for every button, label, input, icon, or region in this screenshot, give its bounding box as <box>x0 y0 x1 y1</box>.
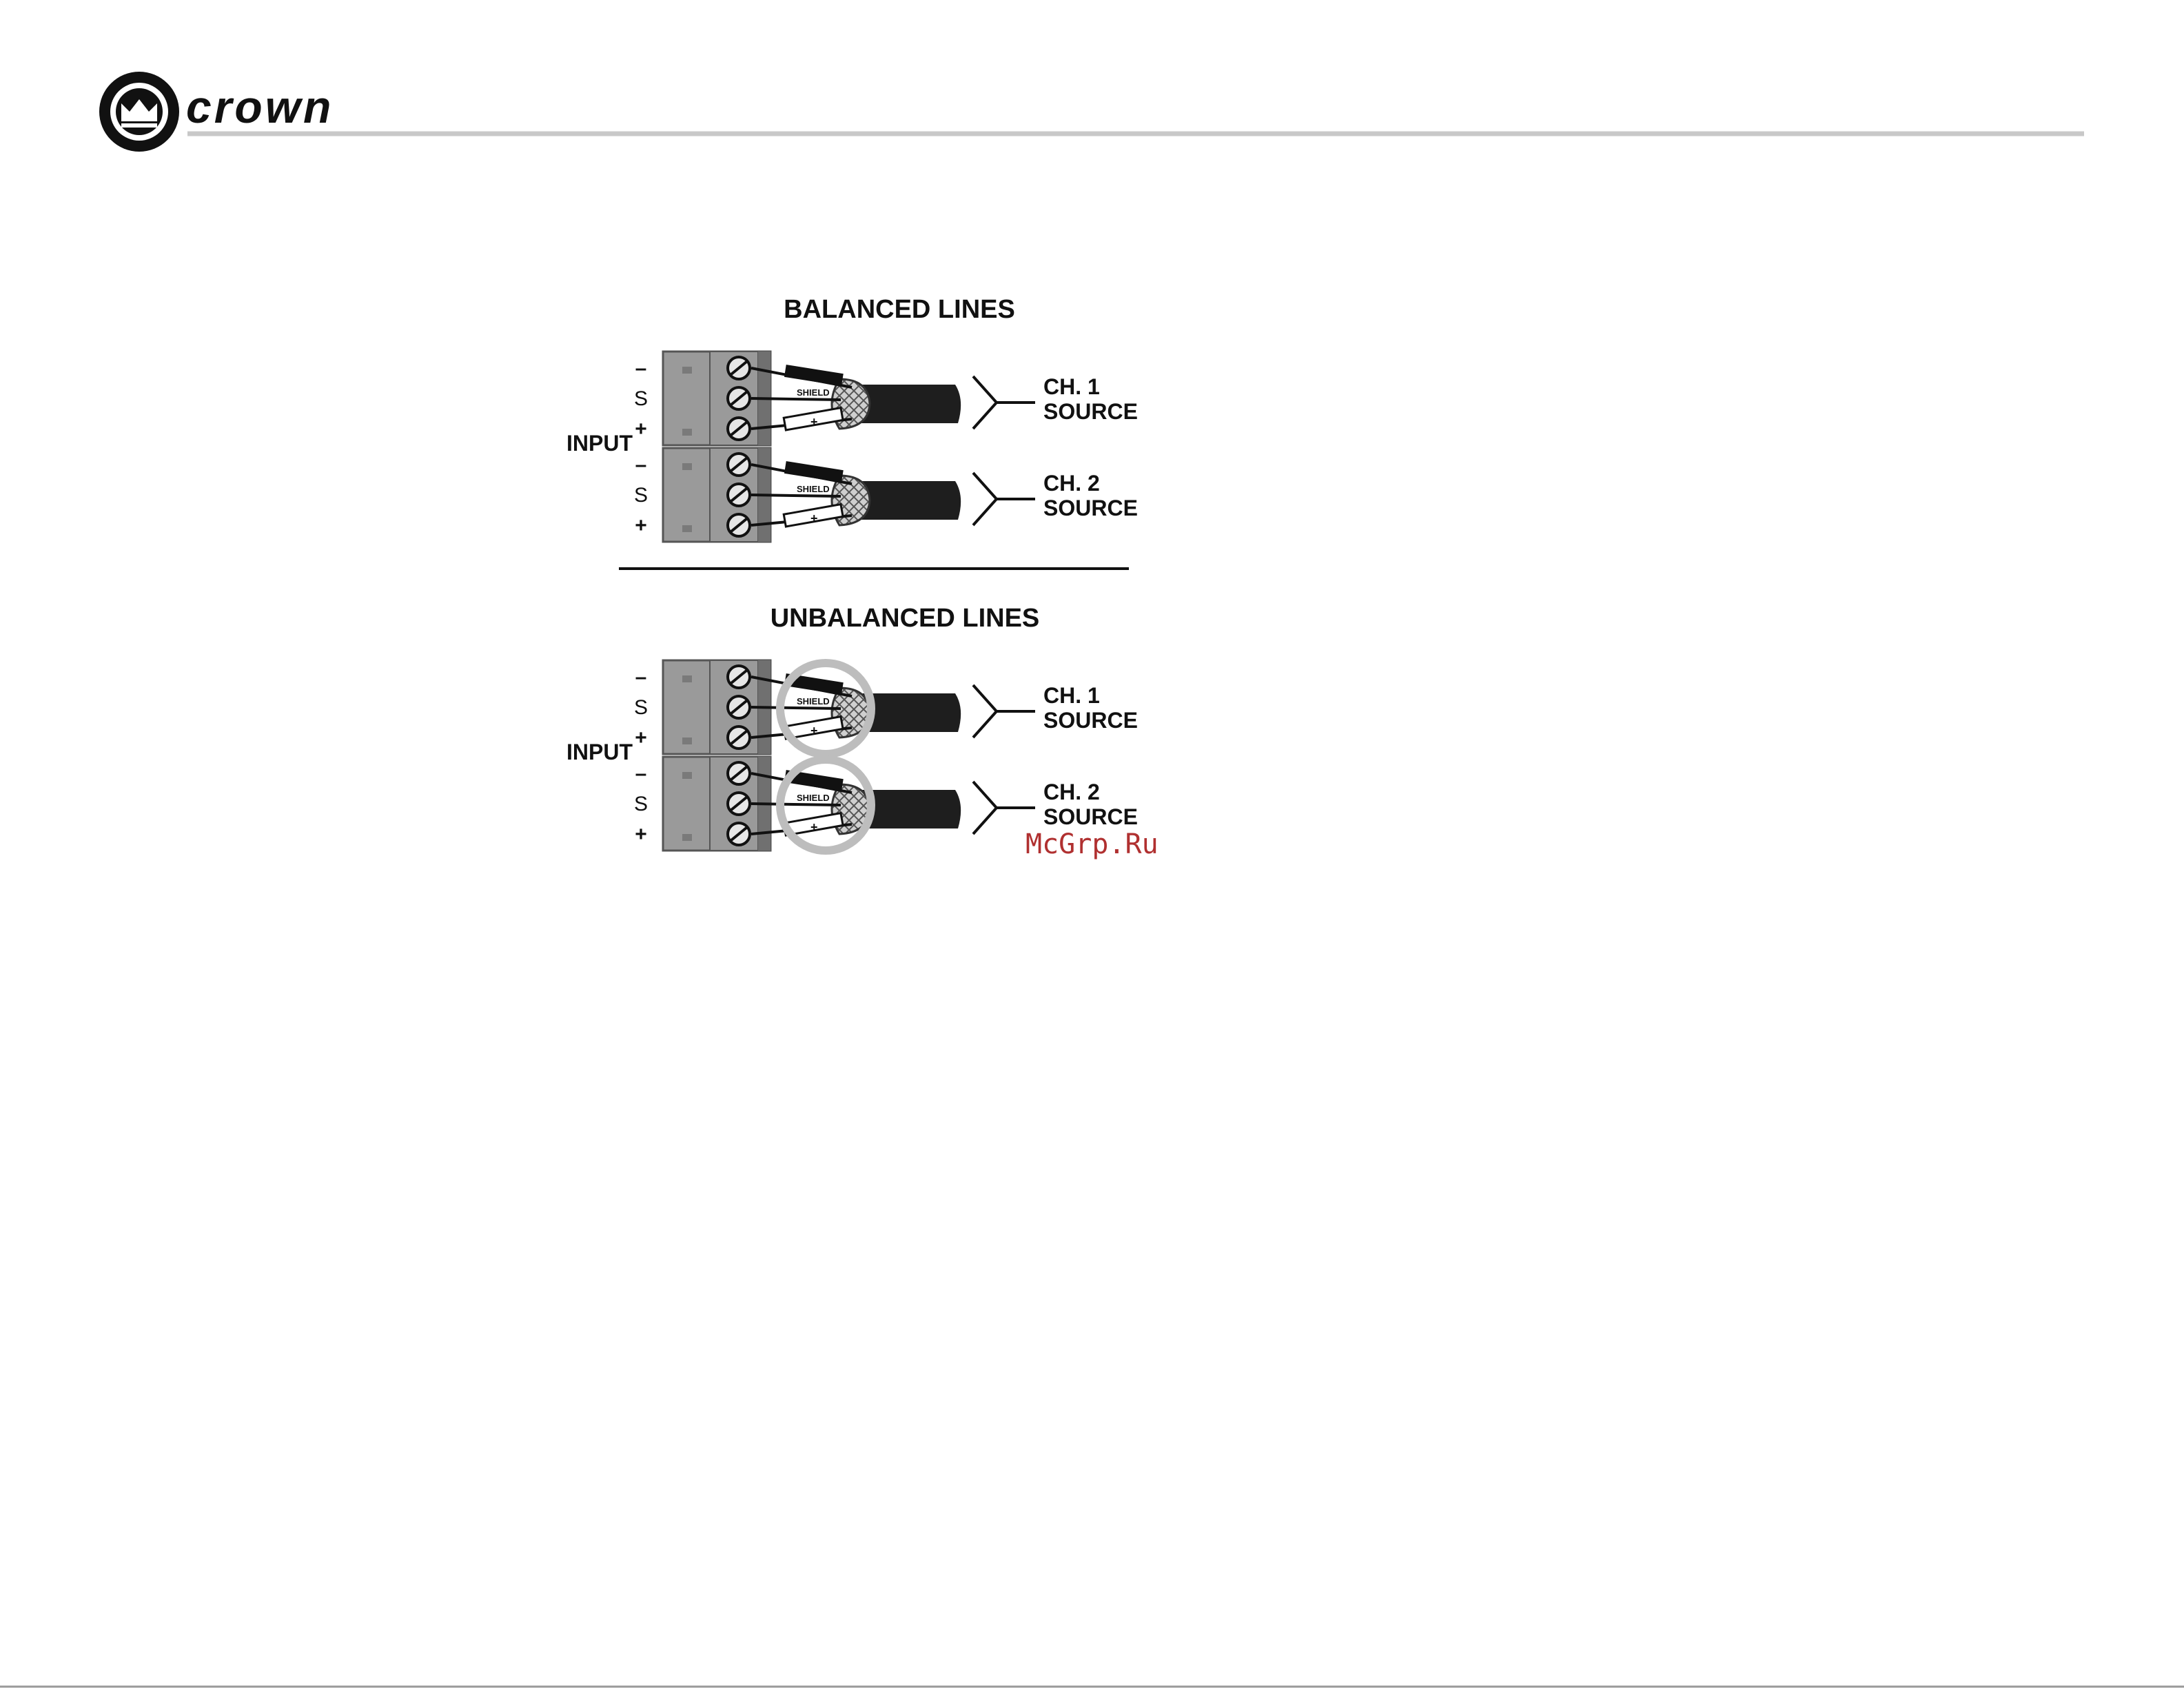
terminal-tab <box>682 367 692 374</box>
wire-label-shield: SHIELD <box>797 387 830 398</box>
source-label: SOURCE <box>1043 496 1138 520</box>
screw-icon <box>728 696 750 718</box>
wire-minus-insulation <box>784 365 844 386</box>
terminal-tab <box>682 738 692 744</box>
terminal-tab <box>682 772 692 779</box>
pin-label-shield: S <box>634 484 648 507</box>
source-chevron <box>973 782 997 834</box>
screw-icon <box>728 666 750 688</box>
terminal-tab <box>682 463 692 470</box>
wire-label-shield: SHIELD <box>797 696 830 706</box>
source-chevron <box>973 473 997 525</box>
input-label: INPUT <box>567 431 633 456</box>
wire-label-shield: SHIELD <box>797 793 830 803</box>
pin-label-minus: – <box>635 357 647 380</box>
diagram-section-unbalanced: UNBALANCED LINES–S+SHIELD+CH. 1SOURCE–S+… <box>567 604 1138 851</box>
screw-icon <box>728 823 750 845</box>
pin-label-shield: S <box>634 696 648 719</box>
pin-label-plus: + <box>635 726 647 749</box>
header: crown <box>99 72 2084 152</box>
source-channel-label: CH. 2 <box>1043 471 1100 496</box>
section-title: UNBALANCED LINES <box>770 604 1040 633</box>
pin-label-minus: – <box>635 454 647 476</box>
source-chevron <box>973 376 997 429</box>
pin-label-shield: S <box>634 387 648 410</box>
screw-icon <box>728 726 750 749</box>
wiring-diagram: BALANCED LINES–S+SHIELD+CH. 1SOURCE–S+SH… <box>567 295 1138 851</box>
wire-label-plus: + <box>810 511 818 525</box>
pin-label-plus: + <box>635 514 647 537</box>
wire-shield <box>751 398 841 400</box>
wire-minus-insulation <box>784 461 844 482</box>
terminal-tab <box>682 675 692 682</box>
wire-label-shield: SHIELD <box>797 484 830 494</box>
source-channel-label: CH. 2 <box>1043 780 1100 804</box>
crown-logo <box>99 72 179 152</box>
wire-shield <box>751 707 841 709</box>
terminal-tab <box>682 525 692 532</box>
brand-wordmark: crown <box>186 81 334 132</box>
terminal-tab <box>682 834 692 841</box>
input-label: INPUT <box>567 740 633 764</box>
watermark: McGrp.Ru <box>1025 828 1159 860</box>
screw-icon <box>728 454 750 476</box>
source-chevron <box>973 685 997 738</box>
screw-icon <box>728 762 750 784</box>
terminal-tab <box>682 429 692 436</box>
diagram-section-balanced: BALANCED LINES–S+SHIELD+CH. 1SOURCE–S+SH… <box>567 295 1138 542</box>
wire-shield <box>751 804 841 805</box>
screw-icon <box>728 793 750 815</box>
screw-icon <box>728 514 750 536</box>
pin-label-minus: – <box>635 762 647 785</box>
screw-icon <box>728 387 750 409</box>
section-title: BALANCED LINES <box>784 295 1015 324</box>
pin-label-plus: + <box>635 418 647 440</box>
screw-icon <box>728 357 750 379</box>
source-label: SOURCE <box>1043 708 1138 733</box>
pin-label-plus: + <box>635 823 647 846</box>
screw-icon <box>728 484 750 506</box>
source-channel-label: CH. 1 <box>1043 683 1100 708</box>
wire-label-plus: + <box>810 415 818 429</box>
pin-label-shield: S <box>634 793 648 815</box>
source-label: SOURCE <box>1043 804 1138 829</box>
wire-label-plus: + <box>810 820 818 834</box>
source-channel-label: CH. 1 <box>1043 374 1100 399</box>
wire-label-plus: + <box>810 724 818 738</box>
screw-icon <box>728 418 750 440</box>
source-label: SOURCE <box>1043 399 1138 424</box>
pin-label-minus: – <box>635 666 647 689</box>
wire-shield <box>751 495 841 496</box>
